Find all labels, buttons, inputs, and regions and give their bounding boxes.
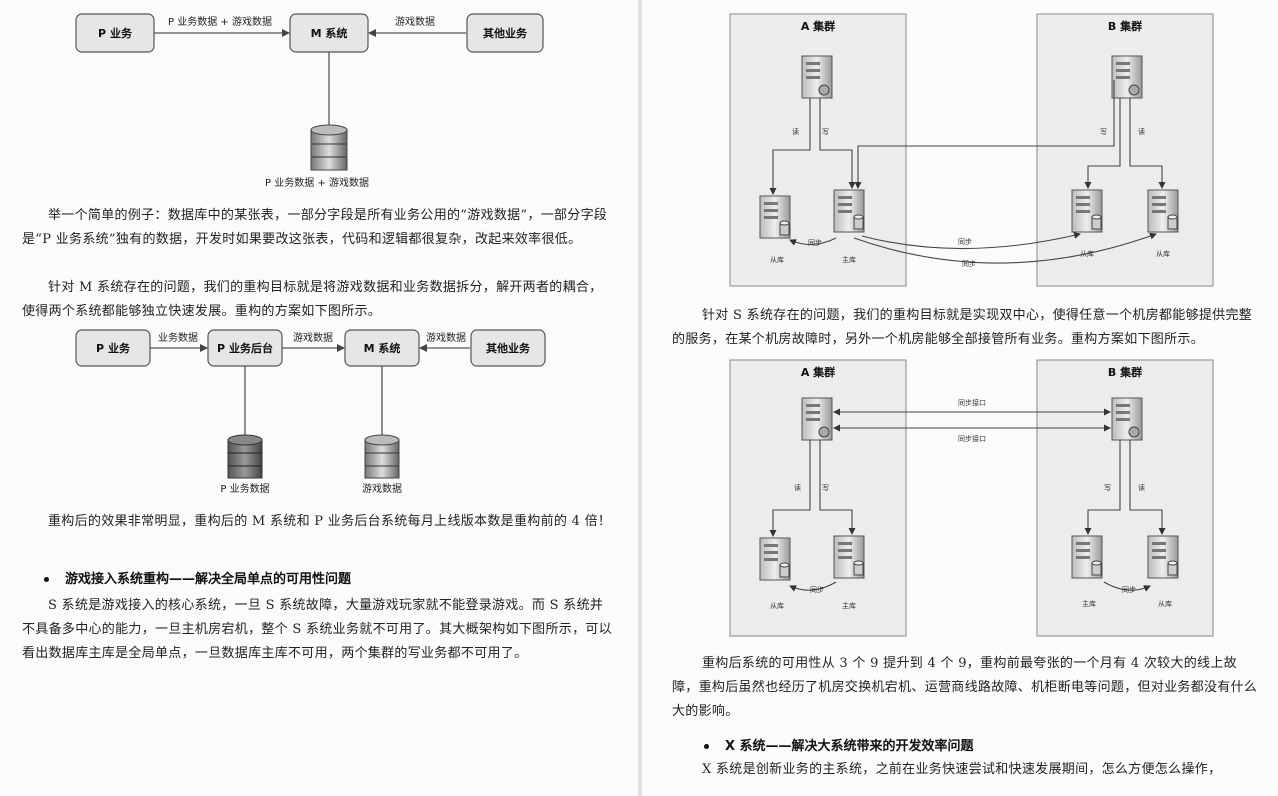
slave-db-server-icon bbox=[1147, 535, 1179, 579]
edge-read bbox=[769, 440, 811, 537]
sync-label: 同步 bbox=[962, 260, 976, 268]
edge-p-to-backend-label: 业务数据 bbox=[158, 331, 198, 344]
cluster-b-title: B 集群 bbox=[1108, 19, 1142, 33]
p-business-label: P 业务 bbox=[98, 26, 133, 40]
sync-label: 同步 bbox=[958, 238, 972, 246]
paragraph: 针对 M 系统存在的问题，我们的重构目标就是将游戏数据和业务数据拆分，解开两者的… bbox=[22, 280, 603, 319]
m-system-label-2: M 系统 bbox=[364, 341, 401, 355]
bullet-text: 游戏接入系统重构——解决全局单点的可用性问题 bbox=[65, 572, 352, 587]
paragraph: S 系统是游戏接入的核心系统，一旦 S 系统故障，大量游戏玩家就不能登录游戏。而… bbox=[22, 598, 612, 661]
edge-write-cross bbox=[854, 80, 1115, 189]
slave-db-server-icon bbox=[1147, 189, 1179, 233]
edge-sync-cross bbox=[853, 232, 1157, 264]
database-icon bbox=[310, 124, 348, 171]
paragraph: 重构后系统的可用性从 3 个 9 提升到 4 个 9，重构前最夸张的一个月有 4… bbox=[672, 656, 1258, 719]
read-label: 读 bbox=[1138, 483, 1145, 492]
right-diagrams: A 集群 B 集群 读 写 写 读 同步 同步 同步 bbox=[729, 13, 1214, 637]
slave-db-server-icon bbox=[759, 537, 791, 581]
diagram-s-system-after: A 集群 B 集群 同步接口 同步接口 读 写 写 读 bbox=[729, 359, 1214, 637]
app-server-icon bbox=[801, 397, 833, 441]
edge-write bbox=[819, 98, 856, 189]
sync-interface-label: 同步接口 bbox=[958, 398, 986, 407]
paragraph: 针对 S 系统存在的问题，我们的重构目标就是实现双中心，使得任意一个机房都能够提… bbox=[672, 308, 1253, 347]
cluster-b-title: B 集群 bbox=[1108, 365, 1142, 379]
cluster-b-frame bbox=[1036, 13, 1214, 287]
page-gutter bbox=[638, 0, 642, 796]
master-db-server-icon bbox=[1071, 535, 1103, 579]
write-label: 写 bbox=[1104, 484, 1111, 492]
sync-label: 同步 bbox=[808, 239, 822, 247]
edge-sync-cross bbox=[861, 231, 1081, 250]
edge-backend-to-m-label: 游戏数据 bbox=[293, 331, 333, 344]
other-business-label-2: 其他业务 bbox=[486, 341, 531, 355]
read-label: 读 bbox=[794, 483, 801, 492]
app-server-icon bbox=[1111, 397, 1143, 441]
database-icon bbox=[364, 434, 400, 479]
db2-caption: 游戏数据 bbox=[362, 482, 402, 495]
edge-p-to-m-label: P 业务数据 + 游戏数据 bbox=[168, 15, 272, 28]
master-db-server-icon bbox=[833, 189, 865, 233]
write-label: 写 bbox=[1100, 128, 1107, 136]
edge-read bbox=[1129, 440, 1166, 535]
diagram-s-system-before: A 集群 B 集群 读 写 写 读 同步 同步 同步 bbox=[729, 13, 1214, 287]
slave-label: 从库 bbox=[1158, 599, 1172, 608]
edge-other-to-m-label: 游戏数据 bbox=[395, 15, 435, 28]
edge-read bbox=[1084, 98, 1121, 189]
edge-write bbox=[1084, 440, 1121, 535]
edge-read bbox=[769, 98, 811, 195]
other-business-label: 其他业务 bbox=[483, 26, 528, 40]
database-icon bbox=[227, 434, 263, 479]
write-label: 写 bbox=[822, 484, 829, 492]
left-page: P 业务 M 系统 其他业务 P 业务数据 + 游戏数据 游戏数据 P 业务数据… bbox=[0, 0, 638, 796]
diagram-m-system-before: P 业务 M 系统 其他业务 P 业务数据 + 游戏数据 游戏数据 P 业务数据… bbox=[75, 13, 544, 189]
left-diagrams: P 业务 M 系统 其他业务 P 业务数据 + 游戏数据 游戏数据 P 业务数据… bbox=[75, 13, 546, 495]
paragraph: 重构后的效果非常明显，重构后的 M 系统和 P 业务后台系统每月上线版本数是重构… bbox=[48, 514, 612, 529]
slave-label: 从库 bbox=[1080, 249, 1094, 258]
db-caption: P 业务数据 + 游戏数据 bbox=[265, 176, 369, 189]
edge-other-to-m-2-label: 游戏数据 bbox=[426, 331, 466, 344]
app-server-icon bbox=[801, 55, 833, 99]
write-label: 写 bbox=[822, 128, 829, 136]
p-business-label-2: P 业务 bbox=[96, 341, 131, 355]
p-backend-label: P 业务后台 bbox=[217, 341, 273, 355]
edge-sync bbox=[789, 581, 837, 592]
slave-db-server-icon bbox=[759, 195, 791, 239]
master-db-server-icon bbox=[833, 535, 865, 579]
paragraph: X 系统是创新业务的主系统，之前在业务快速尝试和快速发展期间，怎么方便怎么操作， bbox=[702, 762, 1222, 777]
read-label: 读 bbox=[1138, 127, 1145, 136]
edge-sync bbox=[789, 237, 837, 246]
diagram-m-system-after: P 业务 P 业务后台 M 系统 其他业务 业务数据 游戏数据 游戏数据 bbox=[75, 329, 546, 495]
paragraph: 举一个简单的例子：数据库中的某张表，一部分字段是所有业务公用的“游戏数据”，一部… bbox=[22, 208, 608, 247]
edge-sync bbox=[1103, 581, 1151, 592]
edge-write bbox=[819, 440, 856, 535]
other-business-box bbox=[466, 13, 544, 53]
cluster-a-title: A 集群 bbox=[801, 365, 835, 379]
master-label: 主库 bbox=[842, 601, 856, 610]
section-bullet: X 系统——解决大系统带来的开发效率问题 bbox=[704, 735, 974, 754]
bullet-dot-icon bbox=[44, 577, 49, 582]
app-server-icon bbox=[1111, 55, 1143, 99]
slave-label: 从库 bbox=[770, 601, 784, 610]
read-label: 读 bbox=[792, 127, 799, 136]
slave-db-server-icon bbox=[1071, 189, 1103, 233]
master-label: 主库 bbox=[1082, 599, 1096, 608]
bullet-dot-icon bbox=[704, 744, 709, 749]
slave-label: 从库 bbox=[1156, 249, 1170, 258]
edge-read bbox=[1129, 98, 1166, 189]
section-bullet: 游戏接入系统重构——解决全局单点的可用性问题 bbox=[44, 568, 351, 587]
slave-label: 从库 bbox=[770, 255, 784, 264]
sync-label: 同步 bbox=[810, 586, 824, 594]
other-business-box-2 bbox=[470, 329, 546, 367]
bullet-text: X 系统——解决大系统带来的开发效率问题 bbox=[725, 739, 974, 754]
right-page: A 集群 B 集群 读 写 写 读 同步 同步 同步 bbox=[642, 0, 1278, 796]
db1-caption: P 业务数据 bbox=[220, 482, 269, 495]
m-system-label: M 系统 bbox=[311, 26, 348, 40]
sync-interface-label: 同步接口 bbox=[958, 434, 986, 443]
sync-label: 同步 bbox=[1122, 586, 1136, 594]
master-label: 主库 bbox=[842, 255, 856, 264]
cluster-a-title: A 集群 bbox=[801, 19, 835, 33]
